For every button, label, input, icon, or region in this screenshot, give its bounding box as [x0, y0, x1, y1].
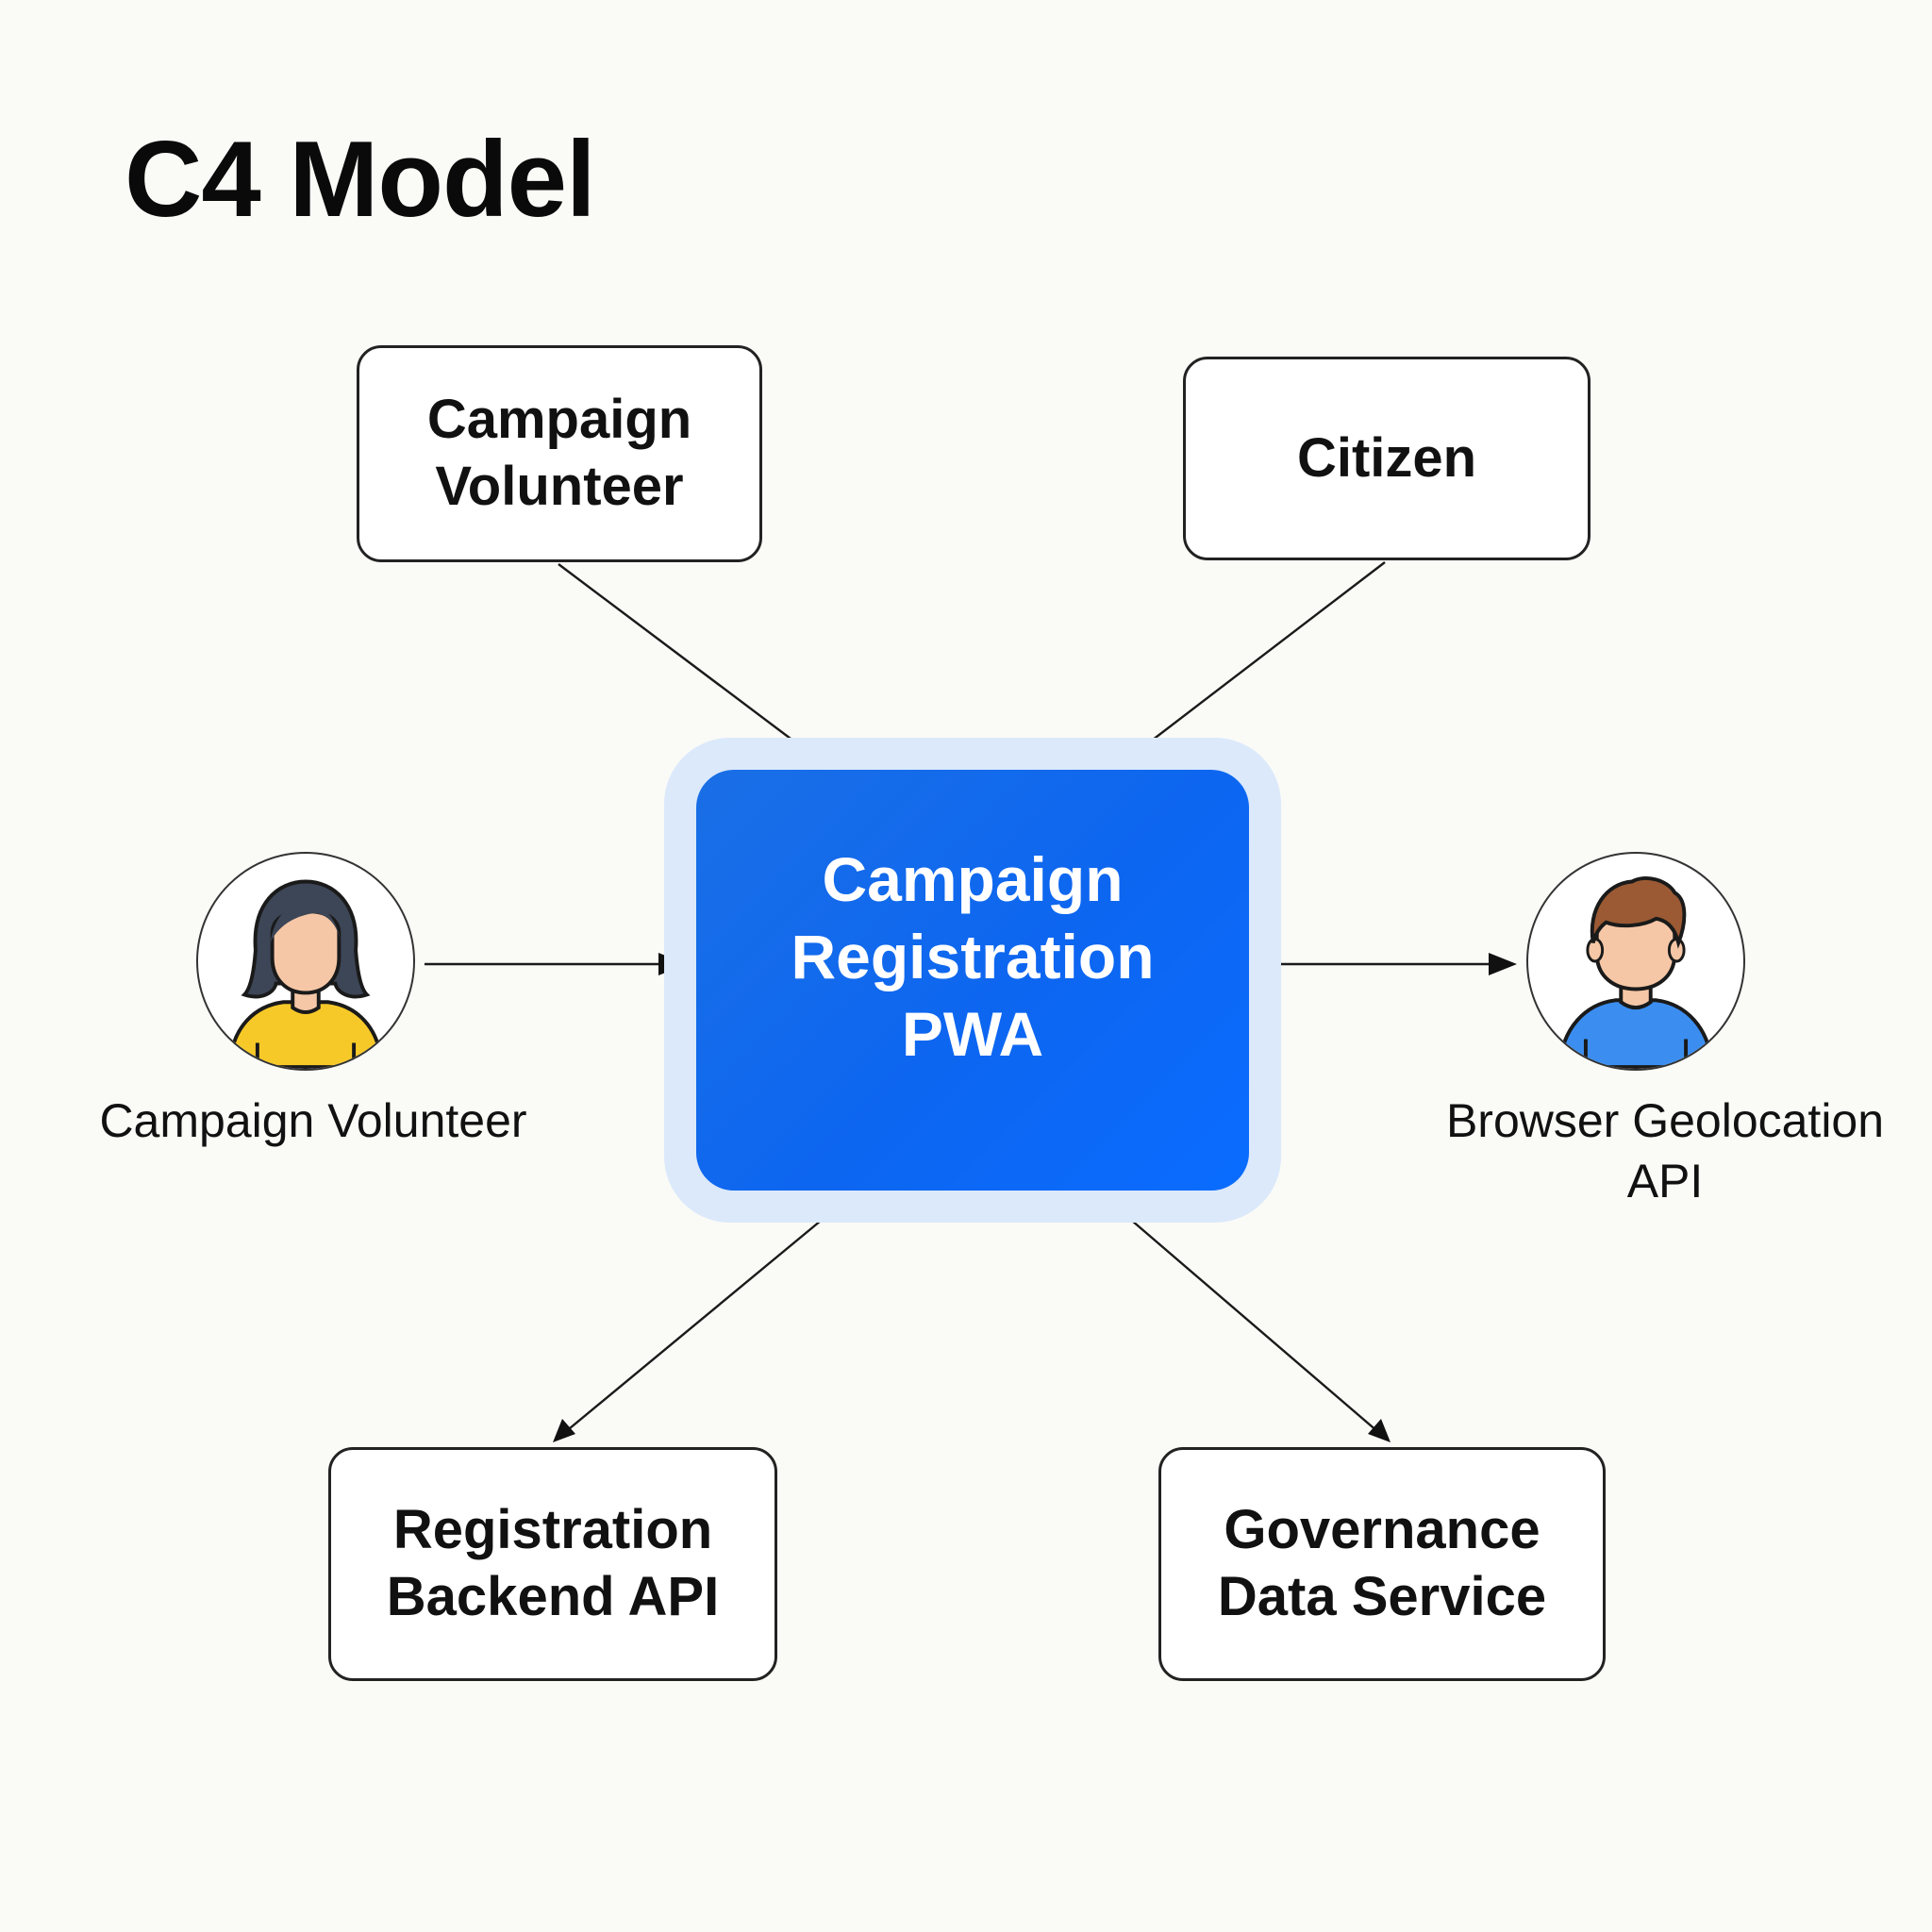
- arrow-pwa-to-governance: [1131, 1220, 1386, 1439]
- actor-label-browser-geolocation-api: Browser Geolocation API: [1415, 1091, 1915, 1211]
- arrow-pwa-to-backend: [558, 1220, 822, 1439]
- actor-label-line: Browser Geolocation: [1445, 1094, 1885, 1147]
- node-label-line: Registration: [392, 1499, 713, 1561]
- node-label-line: Citizen: [1296, 426, 1477, 489]
- person-man-icon: [1557, 876, 1714, 1069]
- person-woman-icon: [227, 879, 384, 1069]
- arrow-volunteer-to-pwa: [558, 563, 818, 759]
- node-label-line: Backend API: [386, 1566, 720, 1627]
- node-citizen[interactable]: Citizen: [1183, 357, 1591, 560]
- arrowhead-icon: [1489, 953, 1517, 975]
- node-label-line: Governance: [1224, 1499, 1541, 1561]
- arrow-citizen-to-pwa: [1127, 561, 1386, 759]
- arrowhead-icon: [1368, 1419, 1391, 1442]
- center-label-line: PWA: [901, 998, 1044, 1069]
- node-label-line: Volunteer: [435, 456, 684, 517]
- actor-label-line: Campaign Volunteer: [99, 1094, 527, 1147]
- node-governance-data-service[interactable]: Governance Data Service: [1158, 1447, 1606, 1681]
- center-label-line: Registration: [791, 922, 1155, 992]
- node-label-line: Data Service: [1217, 1566, 1547, 1627]
- node-registration-backend-api[interactable]: Registration Backend API: [328, 1447, 777, 1681]
- node-campaign-volunteer[interactable]: Campaign Volunteer: [357, 345, 762, 562]
- arrowhead-icon: [553, 1419, 575, 1442]
- actor-campaign-volunteer[interactable]: [196, 852, 415, 1071]
- node-campaign-registration-pwa[interactable]: Campaign Registration PWA: [696, 770, 1249, 1191]
- actor-label-campaign-volunteer: Campaign Volunteer: [77, 1091, 549, 1151]
- node-label-line: Campaign: [426, 389, 692, 451]
- page-title: C4 Model: [125, 120, 596, 240]
- actor-label-line: API: [1626, 1155, 1704, 1208]
- center-label-line: Campaign: [822, 844, 1124, 915]
- actor-browser-geolocation-api[interactable]: [1526, 852, 1745, 1071]
